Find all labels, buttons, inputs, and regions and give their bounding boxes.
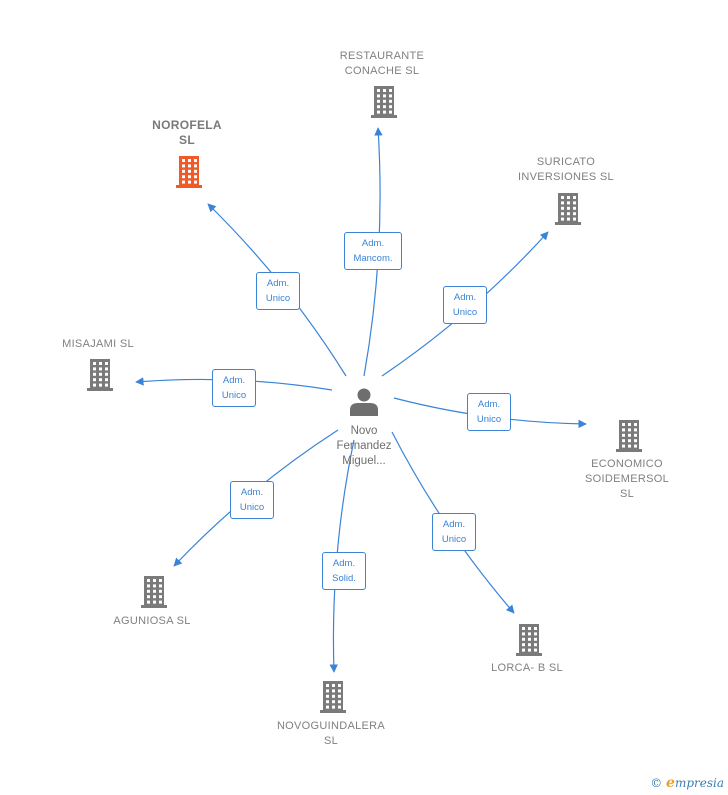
copyright-symbol: © [650, 776, 663, 790]
building-icon-novoguindalera[interactable] [320, 681, 346, 713]
company-name-restaurante[interactable]: RESTAURANTE CONACHE SL [339, 50, 425, 77]
role-badge-aguniosa: Adm. Unico [230, 481, 274, 519]
company-name-aguniosa[interactable]: AGUNIOSA SL [113, 615, 191, 627]
company-name-suricato[interactable]: SURICATO INVERSIONES SL [518, 156, 614, 183]
role-badge-novoguindalera: Adm. Solid. [322, 552, 366, 590]
building-icon-norofela[interactable] [176, 156, 202, 188]
building-icon-misajami[interactable] [87, 359, 113, 391]
brand-name: mpresia [674, 776, 724, 790]
role-badge-norofela: Adm. Unico [256, 272, 300, 310]
company-name-norofela[interactable]: NOROFELA SL [152, 118, 222, 147]
company-name-misajami[interactable]: MISAJAMI SL [62, 338, 134, 350]
role-badge-restaurante: Adm. Mancom. [344, 232, 402, 270]
role-badge-misajami: Adm. Unico [212, 369, 256, 407]
building-icon-restaurante[interactable] [371, 86, 397, 118]
person-name[interactable]: Novo Fernandez Miguel... [336, 425, 392, 467]
role-badge-suricato: Adm. Unico [443, 286, 487, 324]
role-badge-economico: Adm. Unico [467, 393, 511, 431]
company-name-lorca[interactable]: LORCA- B SL [491, 662, 563, 674]
building-icon-economico[interactable] [616, 420, 642, 452]
role-badge-lorca: Adm. Unico [432, 513, 476, 551]
building-icon-suricato[interactable] [555, 193, 581, 225]
company-name-economico[interactable]: ECONOMICO SOIDEMERSOL SL [585, 458, 669, 500]
brand-initial: e [666, 775, 675, 791]
company-name-novoguindalera[interactable]: NOVOGUINDALERA SL [276, 720, 386, 747]
building-icon-aguniosa[interactable] [141, 576, 167, 608]
person-icon[interactable] [350, 388, 378, 417]
building-icon-lorca[interactable] [516, 624, 542, 656]
watermark: © empresia [650, 775, 724, 791]
